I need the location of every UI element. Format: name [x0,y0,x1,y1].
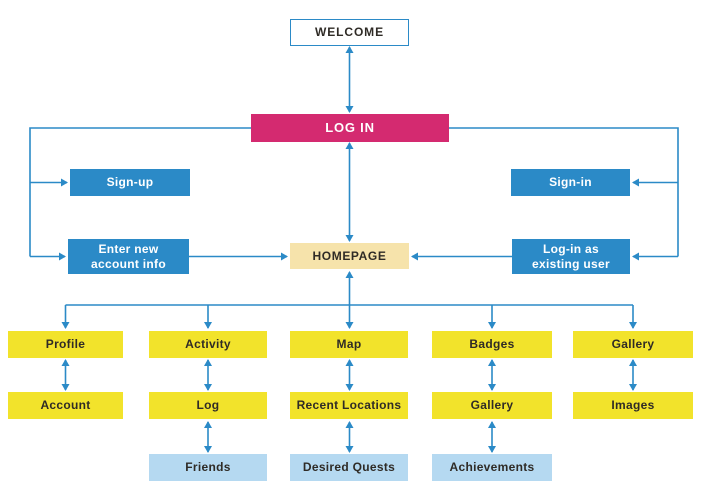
node-signin: Sign-in [511,169,630,196]
edge-login-right-loop [449,127,679,257]
node-account: Account [8,392,123,419]
node-login: LOG IN [251,114,449,142]
node-desired-quests: Desired Quests [290,454,408,481]
node-friends: Friends [149,454,267,481]
edge-login-left-loop [29,127,251,257]
node-map: Map [290,331,408,358]
node-images: Images [573,392,693,419]
node-achievements: Achievements [432,454,552,481]
node-login-existing-user: Log-in as existing user [512,239,630,274]
node-gallery: Gallery [573,331,693,358]
node-welcome: WELCOME [290,19,409,46]
node-log: Log [149,392,267,419]
node-activity: Activity [149,331,267,358]
node-homepage: HOMEPAGE [290,243,409,269]
node-signup: Sign-up [70,169,190,196]
node-profile: Profile [8,331,123,358]
node-badges-gallery: Gallery [432,392,552,419]
node-recent-locations: Recent Locations [290,392,408,419]
node-badges: Badges [432,331,552,358]
node-enter-new-account-info: Enter new account info [68,239,189,274]
